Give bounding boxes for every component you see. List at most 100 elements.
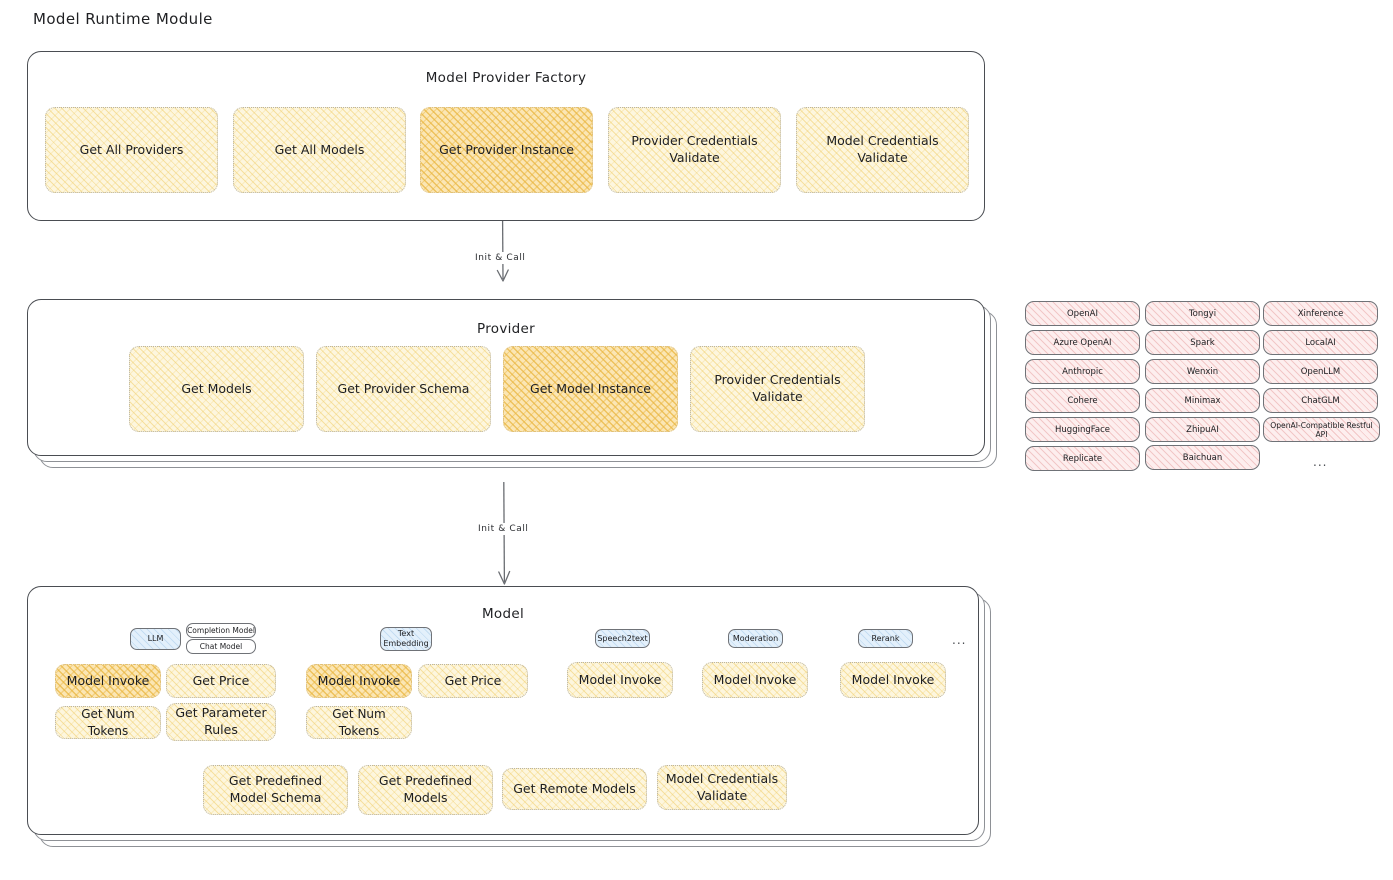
- model-type-chip-speech2text[interactable]: Speech2text: [595, 629, 650, 648]
- text-embedding-op-get-price[interactable]: Get Price: [418, 664, 528, 698]
- provider-chip-spark[interactable]: Spark: [1145, 330, 1260, 355]
- model-type-label: LLM: [147, 634, 164, 643]
- provider-chip-label: Wenxin: [1186, 366, 1219, 377]
- model-type-chip-rerank[interactable]: Rerank: [858, 629, 913, 648]
- provider-node-label: Provider Credentials Validate: [714, 372, 841, 404]
- provider-chip-label: Tongyi: [1188, 308, 1217, 319]
- model-type-label: Speech2text: [597, 633, 648, 643]
- provider-chip-tongyi[interactable]: Tongyi: [1145, 301, 1260, 326]
- provider-chip-openai[interactable]: OpenAI: [1025, 301, 1140, 326]
- arrow-factory-to-provider-label: Init & Call: [472, 252, 529, 264]
- provider-chip-wenxin[interactable]: Wenxin: [1145, 359, 1260, 384]
- speech2text-op-model-invoke[interactable]: Model Invoke: [567, 662, 673, 698]
- model-common-op-label: Get Predefined Models: [378, 773, 473, 805]
- provider-chip-azure-openai[interactable]: Azure OpenAI: [1025, 330, 1140, 355]
- provider-chip-label: ZhipuAI: [1186, 424, 1219, 435]
- moderation-op-model-invoke[interactable]: Model Invoke: [702, 662, 808, 698]
- provider-list-more-ellipsis: ...: [1313, 455, 1328, 469]
- model-common-op-label: Get Remote Models: [513, 780, 636, 796]
- llm-op-get-parameter-rules[interactable]: Get Parameter Rules: [166, 703, 276, 741]
- provider-chip-label: Xinference: [1297, 308, 1344, 319]
- provider-chip-label: OpenAI: [1066, 308, 1099, 319]
- provider-node-get-models[interactable]: Get Models: [129, 346, 304, 432]
- model-type-chip-text-embedding[interactable]: Text Embedding: [380, 627, 432, 651]
- arrow-factory-to-provider: [496, 220, 509, 282]
- model-types-more-ellipsis: ...: [952, 633, 967, 647]
- llm-op-label: Get Num Tokens: [81, 707, 135, 738]
- text-embedding-op-label: Get Price: [444, 672, 502, 688]
- provider-node-provider-credentials-validate[interactable]: Provider Credentials Validate: [690, 346, 865, 432]
- model-common-op-label: Model Credentials Validate: [665, 770, 779, 803]
- provider-chip-label: OpenLLM: [1300, 366, 1341, 377]
- model-type-chip-moderation[interactable]: Moderation: [728, 629, 783, 648]
- model-common-op-label: Get Predefined Model Schema: [228, 773, 323, 805]
- factory-node-label: Get All Models: [274, 141, 365, 157]
- provider-chip-cohere[interactable]: Cohere: [1025, 388, 1140, 413]
- rerank-op-label: Model Invoke: [851, 671, 935, 687]
- page-title: Model Runtime Module: [33, 10, 213, 28]
- model-provider-factory-title: Model Provider Factory: [425, 70, 587, 86]
- provider-node-get-model-instance[interactable]: Get Model Instance: [503, 346, 678, 432]
- provider-chip-huggingface[interactable]: HuggingFace: [1025, 417, 1140, 442]
- provider-chip-openllm[interactable]: OpenLLM: [1263, 359, 1378, 384]
- provider-chip-label: Anthropic: [1062, 366, 1103, 377]
- provider-chip-localai[interactable]: LocalAI: [1263, 330, 1378, 355]
- provider-node-label: Get Model Instance: [530, 380, 651, 396]
- factory-node-get-provider-instance[interactable]: Get Provider Instance: [420, 107, 593, 193]
- model-title: Model: [481, 606, 525, 622]
- text-embedding-op-label: Model Invoke: [317, 672, 401, 688]
- llm-op-label: Get Price: [192, 672, 250, 688]
- text-embedding-op-model-invoke[interactable]: Model Invoke: [306, 664, 412, 698]
- model-common-op-get-predefined-model-schema[interactable]: Get Predefined Model Schema: [203, 765, 348, 815]
- provider-chip-zhipuai[interactable]: ZhipuAI: [1145, 417, 1260, 442]
- model-subtype-label: Completion Model: [187, 626, 255, 635]
- provider-chip-label: Cohere: [1067, 395, 1098, 406]
- factory-node-get-all-providers[interactable]: Get All Providers: [45, 107, 218, 193]
- model-type-chip-llm[interactable]: LLM: [130, 628, 181, 650]
- factory-node-get-all-models[interactable]: Get All Models: [233, 107, 406, 193]
- rerank-op-model-invoke[interactable]: Model Invoke: [840, 662, 946, 698]
- factory-node-label: Model Credentials Validate: [826, 133, 939, 165]
- provider-node-label: Get Provider Schema: [337, 380, 470, 396]
- provider-chip-xinference[interactable]: Xinference: [1263, 301, 1378, 326]
- arrow-provider-to-model-label: Init & Call: [475, 523, 532, 535]
- provider-chip-label: Azure OpenAI: [1053, 337, 1112, 348]
- provider-chip-chatglm[interactable]: ChatGLM: [1263, 388, 1378, 413]
- model-type-label: Moderation: [732, 633, 779, 643]
- text-embedding-op-label: Get Num Tokens: [332, 707, 386, 738]
- provider-chip-label: Spark: [1190, 337, 1215, 348]
- provider-node-label: Get Models: [181, 380, 252, 396]
- llm-op-model-invoke[interactable]: Model Invoke: [55, 664, 161, 698]
- provider-chip-label: Baichuan: [1182, 452, 1223, 463]
- provider-chip-label: Minimax: [1184, 395, 1221, 406]
- provider-chip-label: LocalAI: [1305, 337, 1336, 348]
- llm-op-get-price[interactable]: Get Price: [166, 664, 276, 698]
- text-embedding-op-get-num-tokens[interactable]: Get Num Tokens: [306, 706, 412, 739]
- provider-chip-replicate[interactable]: Replicate: [1025, 446, 1140, 471]
- llm-op-get-num-tokens[interactable]: Get Num Tokens: [55, 706, 161, 739]
- model-subtype-chip-chat-model[interactable]: Chat Model: [186, 639, 256, 654]
- model-common-op-get-remote-models[interactable]: Get Remote Models: [502, 768, 647, 810]
- provider-node-get-provider-schema[interactable]: Get Provider Schema: [316, 346, 491, 432]
- provider-chip-baichuan[interactable]: Baichuan: [1145, 445, 1260, 470]
- provider-title: Provider: [477, 321, 535, 337]
- provider-chip-label: HuggingFace: [1055, 424, 1110, 435]
- provider-chip-anthropic[interactable]: Anthropic: [1025, 359, 1140, 384]
- model-type-label: Text Embedding: [383, 629, 429, 648]
- provider-chip-minimax[interactable]: Minimax: [1145, 388, 1260, 413]
- llm-op-label: Model Invoke: [66, 672, 150, 688]
- model-common-op-model-credentials-validate[interactable]: Model Credentials Validate: [657, 765, 787, 810]
- model-subtype-chip-completion-model[interactable]: Completion Model: [186, 623, 256, 638]
- factory-node-provider-credentials-validate[interactable]: Provider Credentials Validate: [608, 107, 781, 193]
- factory-node-label: Get All Providers: [79, 141, 184, 157]
- provider-chip-label: Replicate: [1062, 453, 1103, 464]
- factory-node-label: Provider Credentials Validate: [631, 133, 758, 165]
- provider-chip-label: ChatGLM: [1301, 395, 1340, 406]
- model-common-op-get-predefined-models[interactable]: Get Predefined Models: [358, 765, 493, 815]
- factory-node-model-credentials-validate[interactable]: Model Credentials Validate: [796, 107, 969, 193]
- speech2text-op-label: Model Invoke: [578, 671, 662, 687]
- moderation-op-label: Model Invoke: [713, 671, 797, 687]
- provider-chip-label: OpenAI-Compatible Restful API: [1270, 420, 1373, 439]
- provider-chip-openai-compatible-restful-api[interactable]: OpenAI-Compatible Restful API: [1263, 417, 1380, 442]
